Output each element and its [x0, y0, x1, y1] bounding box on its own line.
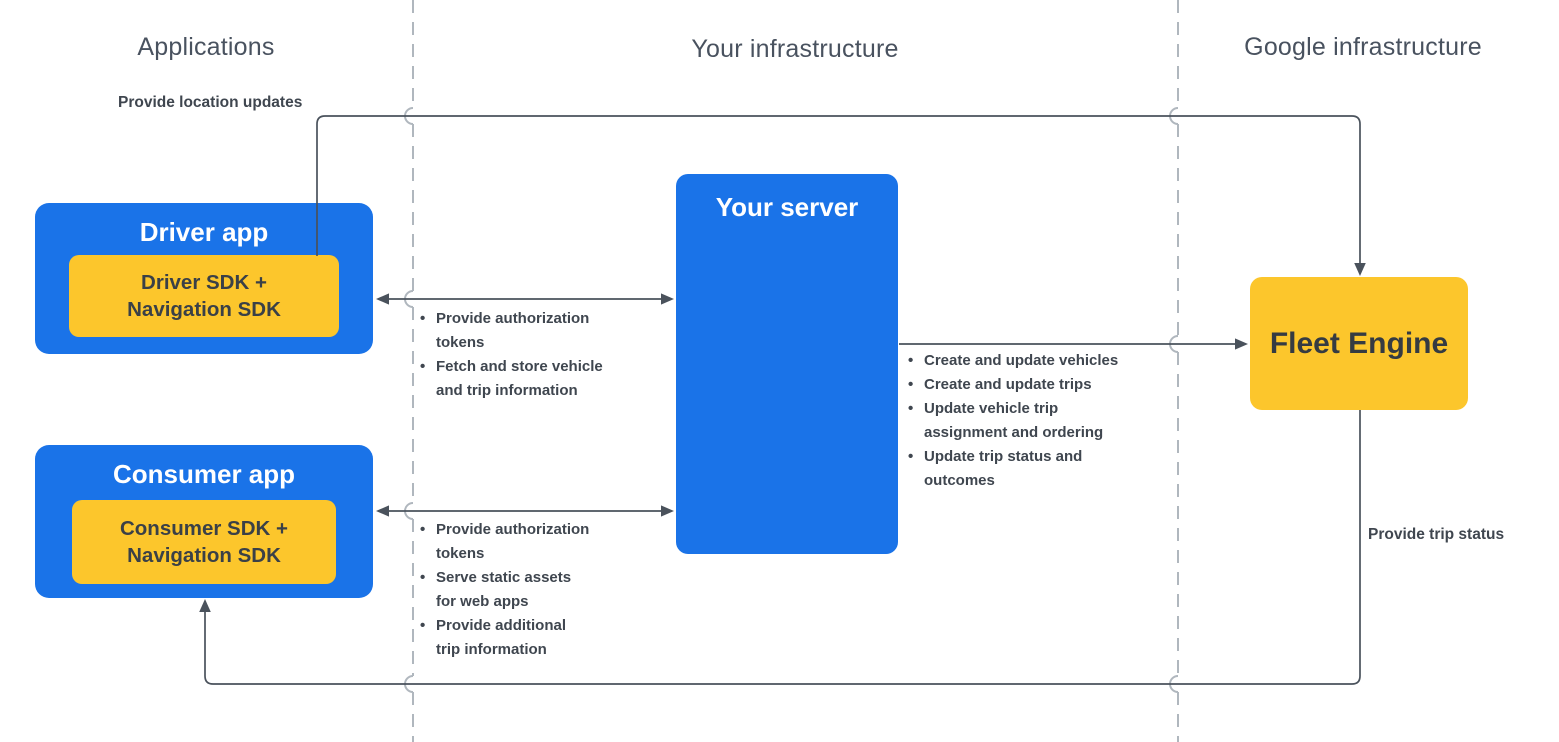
server-fleet-bullet-list: • Create and update vehicles • Create an…	[908, 349, 1194, 493]
driver-app-node: Driver app Driver SDK + Navigation SDK	[35, 203, 373, 354]
list-item: • Fetch and store vehicle and trip infor…	[420, 355, 656, 403]
bullet-icon: •	[908, 448, 914, 465]
separator-your-infrastructure	[404, 0, 414, 742]
list-item: • Serve static assets for web apps	[420, 566, 656, 614]
your-server-node: Your server	[676, 174, 898, 554]
arrowhead-right-icon	[661, 505, 674, 517]
list-item-text: Serve static assets for web apps	[436, 569, 572, 610]
label-provide-location-updates: Provide location updates	[118, 94, 303, 111]
arrowhead-left-icon	[376, 505, 389, 517]
arrowhead-right-icon	[1235, 338, 1248, 350]
list-item-text: Provide additional trip information	[436, 617, 567, 658]
arrowhead-up-icon	[199, 599, 211, 612]
consumer-app-node: Consumer app Consumer SDK + Navigation S…	[35, 445, 373, 598]
list-item: • Provide authorization tokens	[420, 307, 656, 355]
bullet-icon: •	[908, 400, 914, 417]
consumer-server-bullet-list: • Provide authorization tokens • Serve s…	[420, 518, 656, 662]
bullet-icon: •	[908, 376, 914, 393]
list-item: • Provide additional trip information	[420, 614, 656, 662]
bullet-icon: •	[420, 358, 426, 375]
consumer-sdk-chip: Consumer SDK + Navigation SDK	[72, 500, 336, 584]
separator-jump-arc	[404, 107, 414, 693]
list-item: • Provide authorization tokens	[420, 518, 656, 566]
arrowhead-down-icon	[1354, 263, 1366, 276]
fleet-engine-node: Fleet Engine	[1250, 277, 1468, 410]
arrowhead-left-icon	[376, 293, 389, 305]
consumer-server-arrow	[376, 505, 674, 517]
driver-server-bullet-list: • Provide authorization tokens • Fetch a…	[420, 307, 656, 403]
label-provide-trip-status: Provide trip status	[1368, 526, 1505, 543]
consumer-app-title: Consumer app	[112, 459, 296, 489]
bullet-icon: •	[420, 569, 426, 586]
server-fleet-arrow	[899, 338, 1248, 350]
your-server-title: Your server	[715, 192, 859, 222]
column-header-applications: Applications	[137, 33, 275, 61]
bullet-icon: •	[420, 310, 426, 327]
driver-server-arrow	[376, 293, 674, 305]
column-header-your-infrastructure: Your infrastructure	[691, 35, 899, 63]
list-item-text: Update vehicle trip assignment and order…	[924, 400, 1104, 441]
list-item-text: Create and update vehicles	[924, 352, 1119, 369]
list-item-text: Update trip status and outcomes	[924, 448, 1083, 489]
list-item-text: Create and update trips	[924, 376, 1092, 393]
list-item: • Create and update trips	[908, 373, 1194, 397]
list-item: • Update trip status and outcomes	[908, 445, 1194, 493]
list-item-text: Fetch and store vehicle and trip informa…	[436, 358, 603, 399]
bullet-icon: •	[420, 617, 426, 634]
list-item: • Create and update vehicles	[908, 349, 1194, 373]
driver-sdk-chip: Driver SDK + Navigation SDK	[69, 255, 339, 337]
list-item-text: Provide authorization tokens	[436, 521, 590, 562]
column-header-google-infrastructure: Google infrastructure	[1244, 33, 1482, 61]
bullet-icon: •	[908, 352, 914, 369]
list-item-text: Provide authorization tokens	[436, 310, 590, 351]
driver-app-title: Driver app	[139, 217, 269, 247]
list-item: • Update vehicle trip assignment and ord…	[908, 397, 1194, 445]
arrowhead-right-icon	[661, 293, 674, 305]
bullet-icon: •	[420, 521, 426, 538]
